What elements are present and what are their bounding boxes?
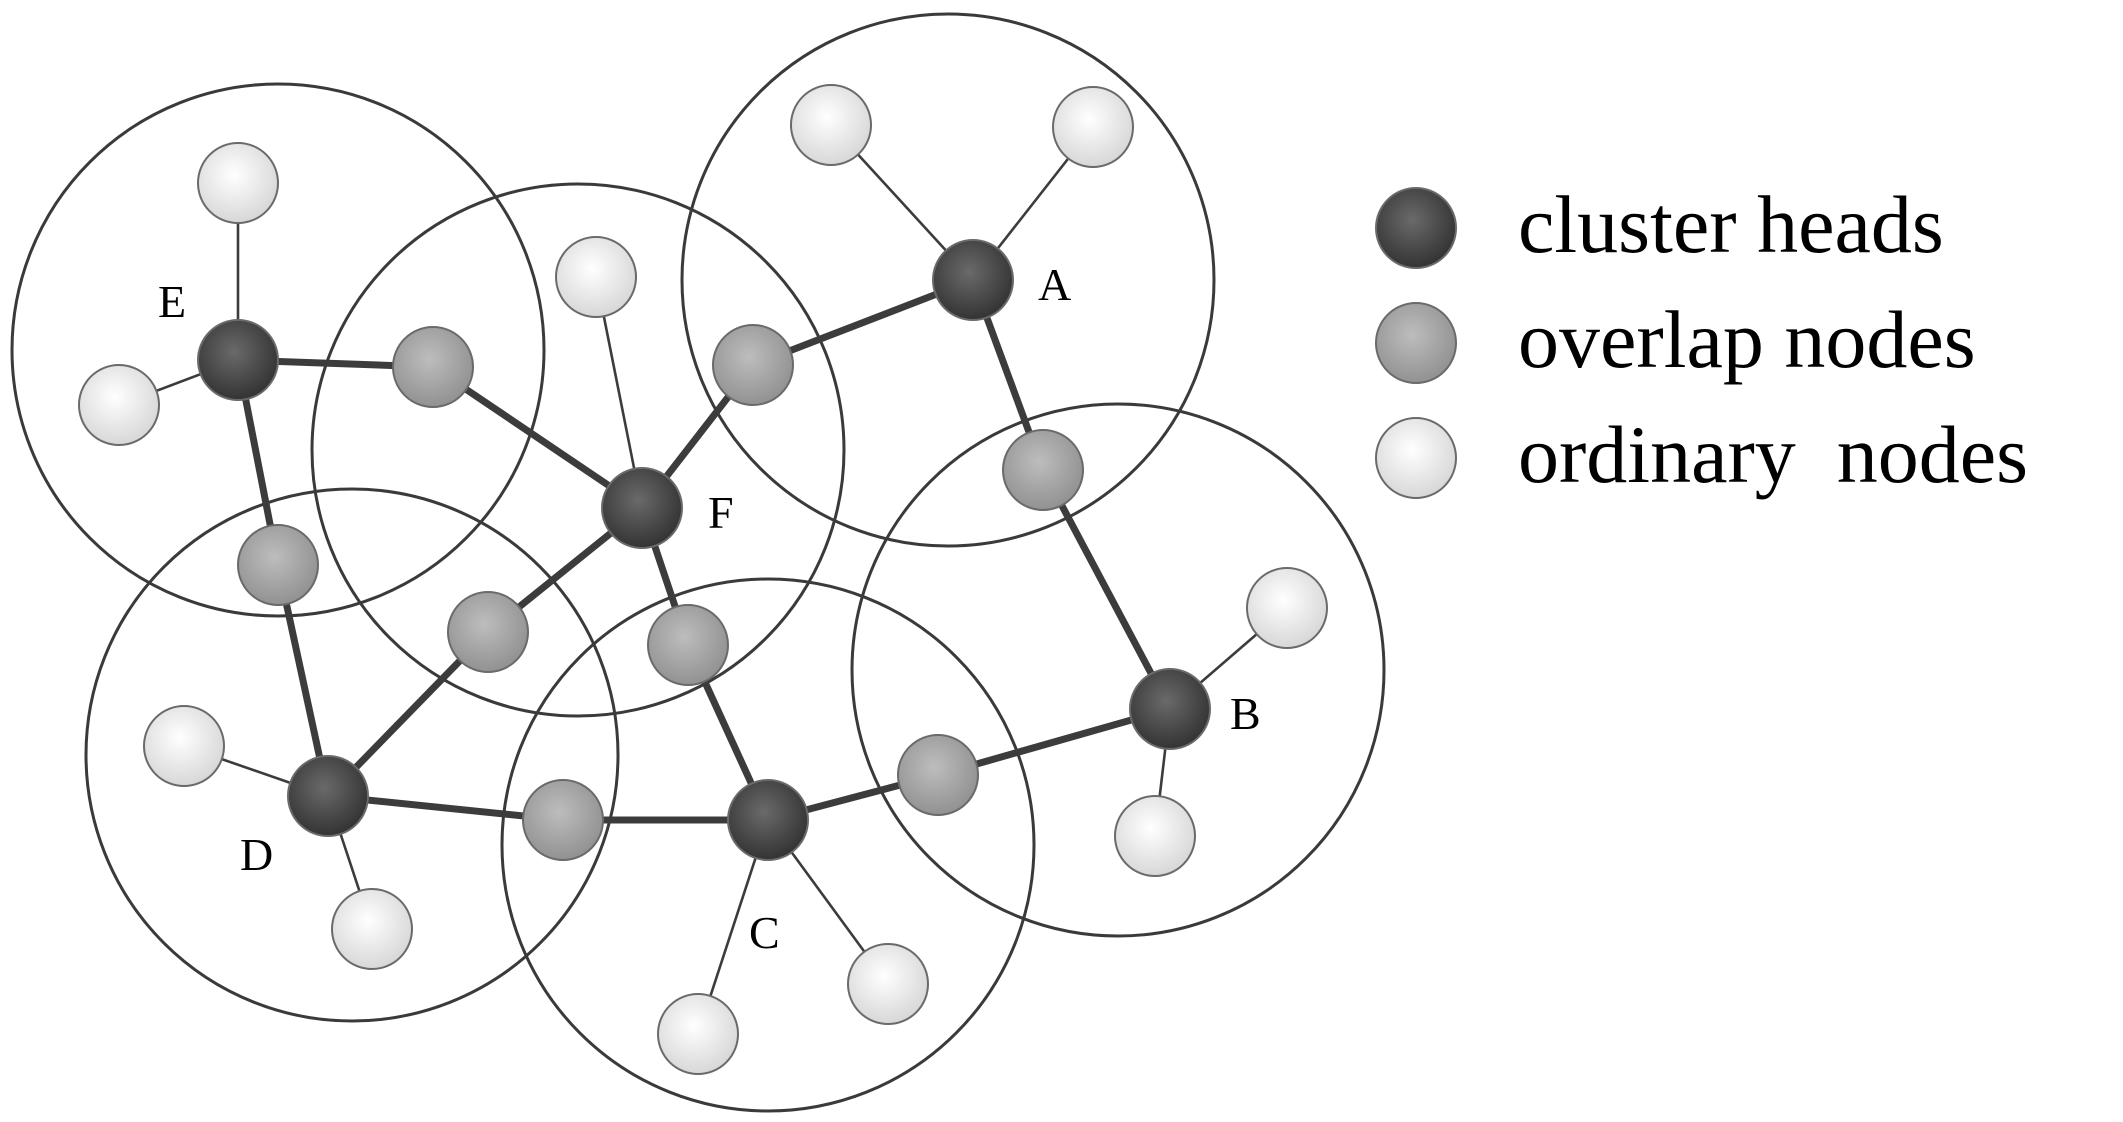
cluster-head-e-label: E: [158, 276, 186, 327]
cluster-range-a: [680, 12, 1216, 548]
legend-overlap-node-icon: [1375, 302, 1457, 384]
ordinary-node-a-right: [1052, 86, 1134, 168]
ordinary-node-b-top: [1246, 567, 1328, 649]
cluster-head-f: [601, 467, 683, 549]
cluster-range-d: [84, 487, 620, 1023]
ordinary-node-c-left: [657, 993, 739, 1075]
cluster-head-d: [287, 755, 369, 837]
cluster-head-a-label: A: [1038, 259, 1071, 310]
legend-ordinary-node-icon: [1375, 417, 1457, 499]
overlap-node-dc: [522, 779, 604, 861]
cluster-head-labels: A B C D E F: [158, 259, 1261, 958]
legend-cluster-head-icon: [1375, 187, 1457, 269]
cluster-head-e: [197, 319, 279, 401]
link-f-overlap-ef: [429, 363, 646, 512]
cluster-range-f: [310, 182, 846, 718]
cluster-head-c: [727, 779, 809, 861]
ordinary-node-b-bottom: [1114, 795, 1196, 877]
cluster-range-circles: [10, 12, 1386, 1113]
cluster-head-d-label: D: [240, 829, 273, 880]
cluster-head-b-label: B: [1230, 688, 1261, 739]
legend-cluster-heads-label: cluster heads: [1518, 179, 1944, 270]
ordinary-node-a-left: [790, 84, 872, 166]
ordinary-node-c-right: [847, 943, 929, 1025]
overlap-node-ef: [392, 326, 474, 408]
overlap-links: [234, 276, 1174, 824]
overlap-node-fd: [447, 591, 529, 673]
cluster-head-f-label: F: [708, 487, 734, 538]
overlap-node-fa: [712, 324, 794, 406]
overlap-nodes: [237, 324, 1084, 861]
legend-overlap-nodes-label: overlap nodes: [1518, 294, 1976, 385]
cluster-range-e: [10, 82, 546, 618]
ordinary-node-d-left: [143, 705, 225, 787]
ordinary-nodes: [78, 84, 1328, 1075]
ordinary-node-d-bottom: [331, 888, 413, 970]
cluster-head-c-label: C: [749, 907, 780, 958]
overlap-node-ed: [237, 524, 319, 606]
cluster-head-a: [932, 239, 1014, 321]
link-b-overlap-ab: [1039, 466, 1174, 713]
legend-ordinary-nodes-label: ordinary nodes: [1518, 409, 2028, 500]
overlap-node-fc: [647, 604, 729, 686]
ordinary-node-e-left: [78, 364, 160, 446]
ordinary-node-f-top: [555, 236, 637, 318]
cluster-head-nodes: [197, 239, 1211, 861]
overlap-node-cb: [897, 734, 979, 816]
cluster-head-b: [1129, 668, 1211, 750]
cluster-range-c: [500, 577, 1036, 1113]
overlap-node-ab: [1002, 429, 1084, 511]
ordinary-node-e-top: [197, 142, 279, 224]
cluster-range-b: [850, 402, 1386, 938]
legend: cluster heads overlap nodes ordinary nod…: [1375, 179, 2028, 500]
